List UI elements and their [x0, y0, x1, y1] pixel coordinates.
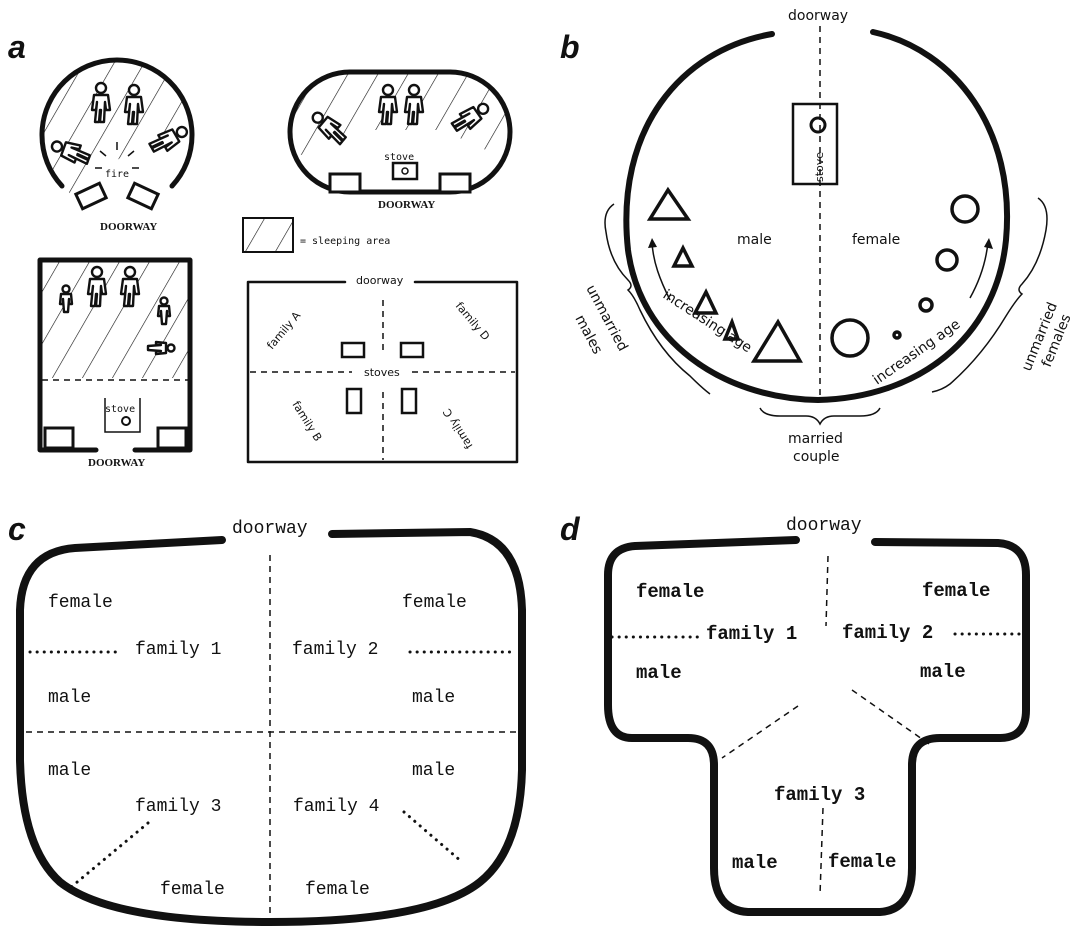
stove-icon — [340, 341, 425, 415]
panel-d: d doorway female female family 1 family … — [560, 511, 1030, 916]
male-label: male — [920, 661, 966, 683]
doorway-label: DOORWAY — [88, 457, 145, 469]
family-d-label: family D — [453, 300, 492, 344]
triangle-icon — [671, 244, 695, 268]
family-a-label: family A — [264, 309, 303, 352]
fire-label: fire — [105, 169, 129, 180]
female-label: female — [852, 232, 900, 248]
round-hut-diagram: fire DOORWAY — [39, 57, 195, 233]
oval-hut-diagram: stove DOORWAY — [287, 69, 513, 211]
sleeping-area-hatching — [42, 60, 192, 210]
doorway-label: doorway — [232, 519, 308, 539]
bracket-married-couple — [759, 407, 881, 426]
stove-label: stove — [384, 152, 414, 163]
family-b-label: family B — [289, 399, 324, 444]
triangle-icon — [692, 288, 719, 315]
male-label: male — [412, 761, 455, 781]
four-family-plan: doorway stoves family A family D family … — [246, 274, 519, 464]
doorway-label: doorway — [356, 274, 404, 287]
female-label: female — [48, 593, 113, 613]
male-label: male — [737, 232, 772, 248]
panel-c: c doorway female female family 1 family … — [8, 511, 526, 926]
legend-label: = sleeping area — [300, 236, 390, 247]
male-label: male — [636, 662, 682, 684]
female-label: female — [160, 880, 225, 900]
doorway-label: doorway — [788, 8, 848, 24]
sleeping-area-legend: = sleeping area — [242, 217, 390, 253]
stoves-label: stoves — [364, 366, 400, 379]
circle-icon — [830, 318, 870, 358]
bracket-unmarried-females — [931, 197, 1048, 393]
fire-icon — [95, 142, 139, 169]
hut-wall — [16, 528, 526, 926]
hut-wall — [246, 280, 519, 464]
female-label: female — [922, 580, 990, 602]
family-c-label: family C — [440, 406, 475, 451]
family-1-label: family 1 — [706, 623, 797, 645]
triangle-icon — [750, 318, 803, 363]
panel-letter-b: b — [560, 29, 580, 65]
male-label: male — [412, 688, 455, 708]
hut-wall — [623, 29, 1011, 403]
panel-letter-d: d — [560, 511, 581, 547]
family-1-label: family 1 — [135, 640, 221, 660]
family-2-label: family 2 — [292, 640, 378, 660]
female-label: female — [305, 880, 370, 900]
circle-icon — [918, 297, 934, 313]
hut-wall — [39, 57, 195, 189]
family-2-label: family 2 — [842, 622, 933, 644]
stove-icon — [121, 416, 131, 426]
bracket-unmarried-males — [604, 203, 711, 395]
male-label: male — [48, 688, 91, 708]
panel-letter-c: c — [8, 511, 26, 547]
circle-icon — [892, 330, 902, 340]
male-label: male — [732, 852, 778, 874]
hut-wall — [37, 257, 193, 453]
stove-icon — [391, 161, 419, 181]
stove-label: stove — [813, 152, 826, 182]
male-label: male — [48, 761, 91, 781]
panel-letter-a: a — [8, 29, 26, 65]
circle-icon — [950, 194, 980, 224]
female-circles — [830, 194, 980, 358]
female-label: female — [402, 593, 467, 613]
doorway-label: DOORWAY — [100, 221, 157, 233]
circle-icon — [935, 248, 959, 272]
female-label: female — [828, 851, 896, 873]
married-couple-label-line2: couple — [793, 449, 840, 465]
family-4-label: family 4 — [293, 797, 379, 817]
family-3-label: family 3 — [135, 797, 221, 817]
stove-icon — [791, 102, 839, 186]
triangle-icon — [646, 186, 692, 221]
stove-label: stove — [105, 404, 135, 415]
triangle-icon — [722, 317, 741, 341]
rect-hut-diagram: stove DOORWAY — [37, 257, 193, 469]
panel-a: a fire DOORWAY — [8, 29, 519, 469]
doorway-label: DOORWAY — [378, 199, 435, 211]
doorway-label: doorway — [786, 516, 862, 536]
married-couple-label-line1: married — [788, 431, 843, 447]
hut-wall — [287, 69, 513, 195]
family-3-label: family 3 — [774, 784, 865, 806]
male-triangles — [646, 186, 803, 363]
female-label: female — [636, 581, 704, 603]
panel-b: b doorway stove male female increasing a… — [560, 8, 1072, 465]
hut-wall — [604, 536, 1030, 916]
